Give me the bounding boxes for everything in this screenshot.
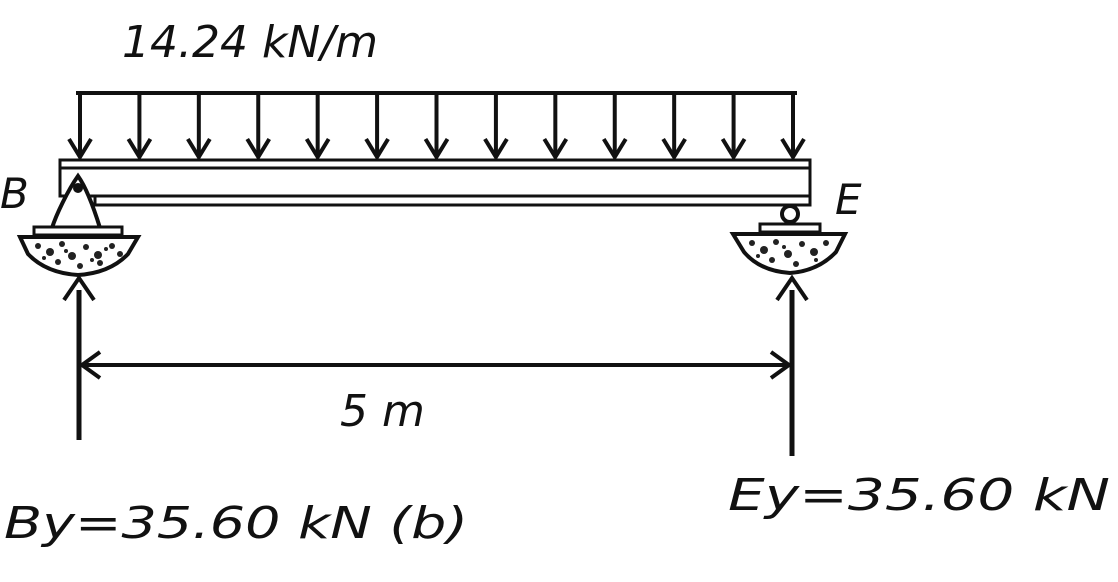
load-arrow	[67, 93, 93, 161]
load-arrow	[304, 93, 331, 161]
load-arrow	[483, 93, 509, 161]
beam-bottom-flange	[93, 194, 812, 207]
load-arrow	[423, 93, 450, 161]
reaction-arrow-e	[775, 274, 809, 456]
load-arrow	[186, 93, 212, 161]
load-arrow	[364, 93, 390, 161]
roller-base-plate	[758, 222, 822, 234]
load-arrow	[126, 93, 153, 161]
load-arrows	[67, 93, 806, 161]
span-dimension	[78, 350, 793, 380]
pin-hole	[73, 183, 83, 193]
pin-ground	[16, 235, 142, 278]
roller-support-e	[729, 204, 849, 276]
span-label: 5 m	[340, 386, 425, 437]
load-arrow	[542, 93, 569, 161]
roller-ground-hatch	[749, 239, 829, 267]
support-label-b: B	[0, 169, 29, 218]
pin-ground-hatch	[35, 241, 123, 269]
pin-support-b	[16, 172, 142, 278]
load-arrow	[602, 93, 628, 161]
load-arrow	[780, 93, 806, 161]
roller-wheel	[780, 204, 800, 224]
beam-web	[58, 166, 812, 198]
load-arrow	[245, 93, 271, 161]
beam	[58, 158, 812, 207]
support-label-e: E	[835, 175, 862, 224]
load-arrow	[720, 93, 747, 161]
reaction-label-b: By=35.60 kN (b)	[4, 498, 468, 549]
reaction-label-e: Ey=35.60 kN	[728, 470, 1110, 521]
load-arrow	[661, 93, 687, 161]
pin-base-plate	[32, 225, 124, 237]
load-label: 14.24 kN/m	[122, 17, 378, 68]
